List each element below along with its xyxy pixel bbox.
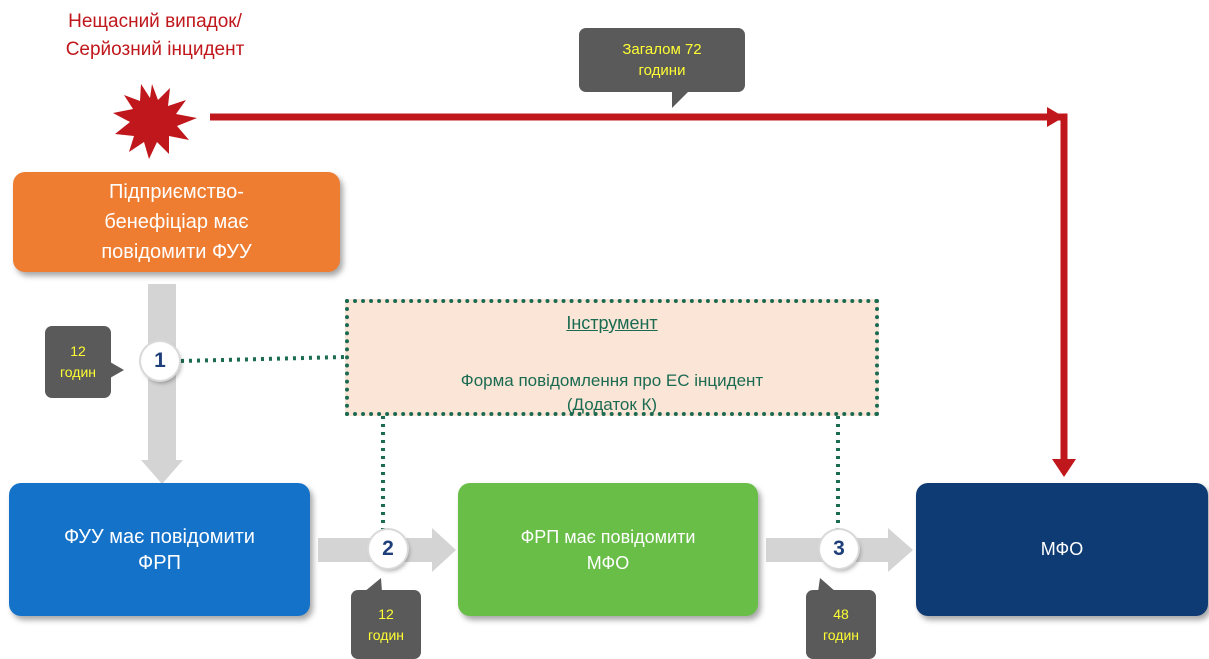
callout-12a-tail — [110, 362, 124, 378]
step-1-marker: 1 — [141, 342, 179, 380]
step-2-marker: 2 — [369, 530, 407, 568]
incident-burst-icon — [113, 84, 197, 159]
total-time-callout: Загалом 72 години — [579, 28, 745, 92]
beneficiary-box: Підприємство- бенефіціар має повідомити … — [13, 172, 340, 272]
callout-12b-tail — [364, 578, 382, 592]
step2-time-callout: 12 годин — [351, 590, 421, 659]
callout-48-tail — [818, 578, 836, 592]
step1-arrow-head — [141, 460, 183, 484]
tool-title: Інструмент — [566, 313, 658, 333]
mfo-box: МФО — [916, 483, 1208, 616]
fuu-box: ФУУ має повідомити ФРП — [9, 483, 310, 616]
tool-link-step1 — [180, 355, 346, 363]
tool-description: Форма повідомлення про ЕС інцидент (Дода… — [460, 371, 764, 414]
step3-time-callout: 48 годин — [806, 590, 876, 659]
total-report-arrow-head-right — [1047, 107, 1064, 127]
frp-box: ФРП має повідомити МФО — [458, 483, 758, 616]
step1-time-callout: 12 годин — [45, 326, 111, 398]
step2-arrow-head — [432, 528, 456, 572]
total-report-arrow-head-down — [1052, 459, 1076, 477]
tool-box — [345, 299, 879, 416]
callout-72-tail — [672, 90, 690, 108]
step3-arrow-head — [888, 528, 913, 572]
step-3-marker: 3 — [820, 530, 858, 568]
incident-title: Нещасний випадок/ Серйозний інцидент — [65, 11, 245, 60]
